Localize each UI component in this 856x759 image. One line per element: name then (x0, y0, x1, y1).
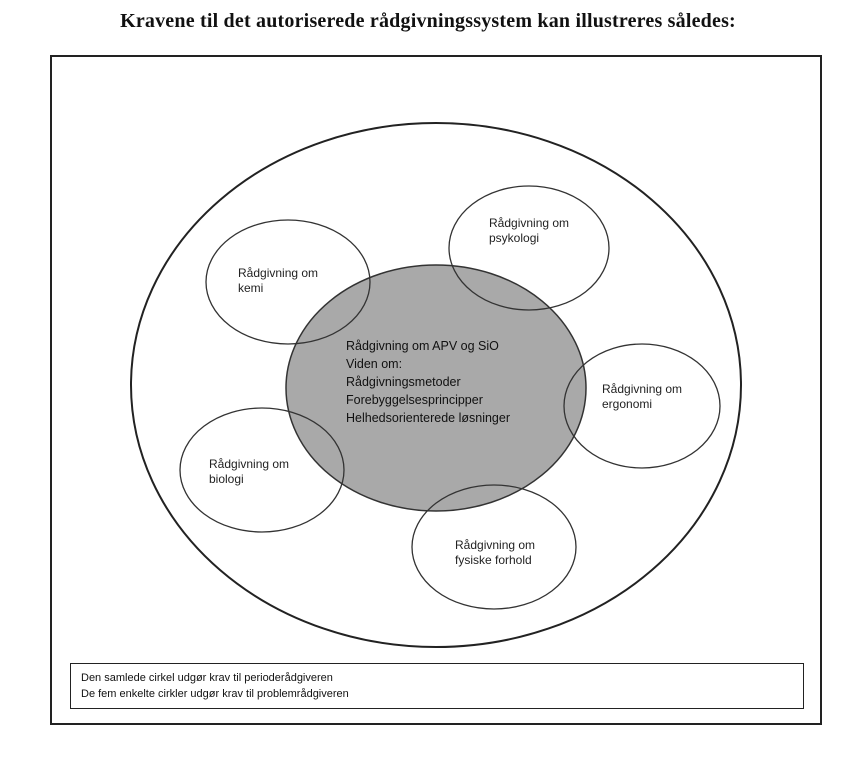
satellite-biologi-label: Rådgivning om biologi (209, 457, 290, 486)
page-title: Kravene til det autoriserede rådgivnings… (120, 10, 736, 32)
satellite-fysiske-label: Rådgivning om fysiske forhold (455, 538, 536, 567)
legend-line-2: De fem enkelte cirkler udgør krav til pr… (81, 688, 349, 700)
center-circle (285, 264, 587, 512)
legend-box: Den samlede cirkel udgør krav til period… (70, 663, 804, 709)
satellite-fysiske-circle (411, 484, 577, 610)
center-text: Rådgivning om APV og SiO Viden om: Rådgi… (346, 337, 510, 427)
center-line-5: Helhedsorienterede løsninger (346, 411, 510, 425)
satellite-biologi-circle (179, 407, 345, 533)
satellite-kemi-circle (205, 219, 371, 345)
center-line-1: Rådgivning om APV og SiO (346, 339, 499, 353)
satellite-ergonomi-circle (563, 343, 721, 469)
satellite-ergonomi-label: Rådgivning om ergonomi (602, 382, 683, 411)
satellite-psykologi-label: Rådgivning om psykologi (489, 216, 570, 245)
satellite-kemi-label: Rådgivning om kemi (238, 266, 319, 295)
legend-line-1: Den samlede cirkel udgør krav til period… (81, 672, 333, 684)
center-line-2: Viden om: (346, 357, 403, 371)
center-line-4: Forebyggelsesprincipper (346, 393, 483, 407)
outer-circle (130, 122, 742, 648)
center-line-3: Rådgivningsmetoder (346, 375, 461, 389)
satellite-psykologi-circle (448, 185, 610, 311)
